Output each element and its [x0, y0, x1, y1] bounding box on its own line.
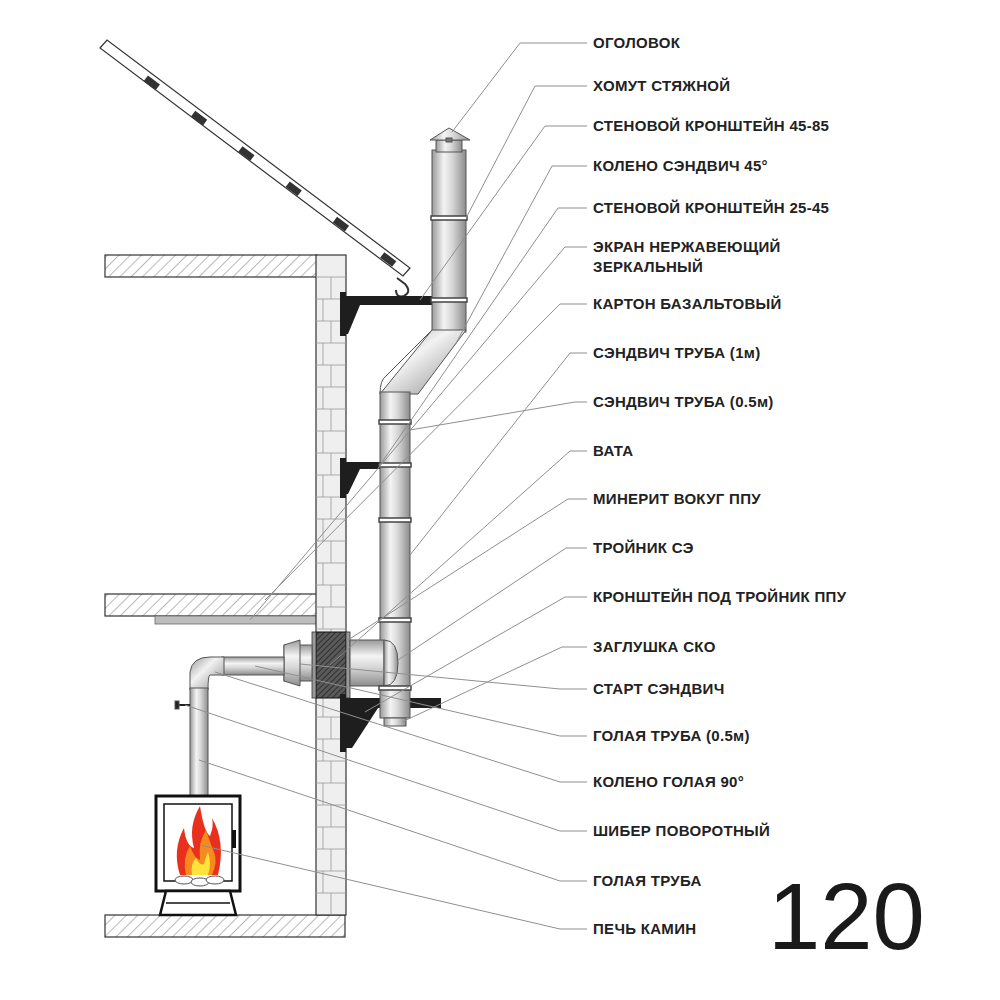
leader-line — [365, 597, 587, 712]
stove — [156, 796, 240, 915]
leader-line — [398, 548, 587, 660]
part-label: ГОЛАЯ ТРУБА (0.5м) — [593, 726, 750, 746]
part-label: ПЕЧЬ КАМИН — [593, 919, 696, 939]
roof-batten — [335, 220, 347, 229]
leader-line — [410, 402, 587, 430]
part-label: ОГОЛОВОК — [593, 33, 680, 53]
part-label: СТАРТ СЭНДВИЧ — [593, 679, 725, 699]
floor-slab — [105, 594, 317, 616]
brick-wall — [316, 255, 346, 915]
wall-joints — [316, 277, 346, 915]
leader-line — [265, 304, 587, 600]
part-label: ЗАГЛУШКА СКО — [593, 637, 716, 657]
clamp — [379, 463, 411, 467]
clamps — [379, 216, 467, 690]
clamp — [431, 298, 467, 302]
leader-line — [200, 845, 587, 929]
leader-line — [300, 664, 587, 689]
part-label: МИНЕРИТ ВОКУГ ППУ — [593, 489, 761, 509]
part-label: КРОНШТЕЙН ПОД ТРОЙНИК ППУ — [593, 587, 846, 607]
roof-batten — [193, 114, 205, 123]
clamp — [379, 518, 411, 522]
part-label: КАРТОН БАЗАЛЬТОВЫЙ — [593, 294, 782, 314]
leader-line — [185, 705, 587, 831]
ground-slab — [105, 915, 345, 937]
clamp — [379, 420, 411, 424]
leader-line — [420, 126, 587, 300]
roof-batten — [146, 78, 158, 87]
model-number: 120 — [768, 870, 925, 964]
mirror-screen — [155, 616, 317, 624]
part-label: КОЛЕНО СЭНДВИЧ 45° — [593, 156, 768, 176]
leader-line — [452, 43, 587, 132]
part-label: СЭНДВИЧ ТРУБА (0.5м) — [593, 392, 774, 412]
part-label: ТРОЙНИК СЭ — [593, 538, 694, 558]
clamp — [431, 216, 467, 220]
wall-passage — [316, 632, 346, 698]
sandwich-chimney — [284, 128, 470, 726]
leader-line — [380, 208, 587, 465]
roof-batten — [382, 255, 394, 264]
leader-line — [215, 672, 587, 782]
bare-pipe — [175, 657, 284, 796]
leader-line — [250, 247, 587, 620]
leader-line — [199, 760, 587, 881]
part-label: ШИБЕР ПОВОРОТНЫЙ — [593, 821, 770, 841]
part-label: ХОМУТ СТЯЖНОЙ — [593, 76, 730, 96]
part-label: СТЕНОВОЙ КРОНШТЕЙН 25-45 — [593, 198, 829, 218]
leader-line — [410, 353, 587, 555]
roof-batten — [240, 149, 252, 158]
part-label: ЭКРАН НЕРЖАВЕЮЩИЙ ЗЕРКАЛЬНЫЙ — [593, 237, 818, 277]
leader-line — [455, 166, 587, 345]
part-label: КОЛЕНО ГОЛАЯ 90° — [593, 772, 744, 792]
ceiling-slab — [105, 255, 317, 277]
roof — [100, 40, 410, 296]
clamp — [379, 618, 411, 622]
leader-line — [330, 451, 587, 665]
leader-line — [402, 647, 587, 722]
part-label: ВАТА — [593, 441, 633, 461]
part-label: ГОЛАЯ ТРУБА — [593, 871, 702, 891]
part-label: СТЕНОВОЙ КРОНШТЕЙН 45-85 — [593, 116, 829, 136]
leader-line — [348, 499, 587, 640]
roof-batten — [288, 184, 300, 193]
part-label: СЭНДВИЧ ТРУБА (1м) — [593, 343, 761, 363]
